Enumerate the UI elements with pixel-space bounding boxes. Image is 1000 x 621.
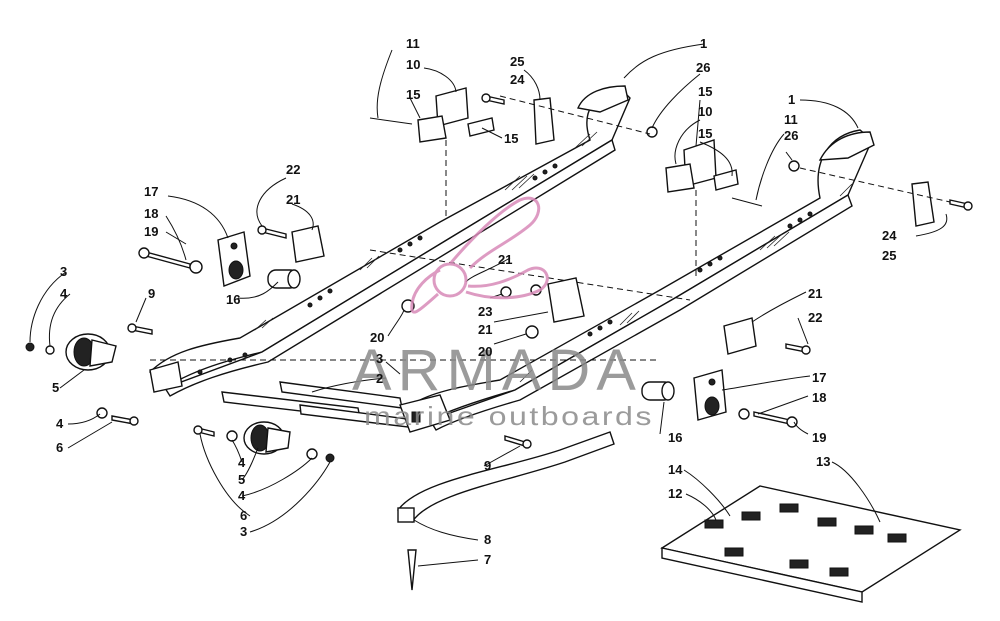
- suspension-bracket-right: [723, 317, 757, 355]
- callout-8: 8: [484, 532, 491, 547]
- center-mount-bracket: [149, 361, 451, 433]
- watermark-logo-icon: [410, 196, 549, 314]
- callout-10-left: 10: [406, 57, 420, 72]
- callout-1-right: 1: [788, 92, 795, 107]
- callout-7: 7: [484, 552, 491, 567]
- spacer-left: [267, 269, 301, 289]
- callout-10-right: 10: [698, 104, 712, 119]
- bracket-24-left: [533, 97, 555, 145]
- suspension-bracket-center: [547, 277, 585, 323]
- callout-3-center: 3: [376, 351, 383, 366]
- callout-9-left: 9: [148, 286, 155, 301]
- callout-25-left: 25: [510, 54, 524, 69]
- bracket-24-right: [911, 181, 935, 227]
- callout-24-left: 24: [510, 72, 525, 87]
- fasteners: [25, 93, 973, 463]
- callout-19-left: 19: [144, 224, 158, 239]
- callout-24-right: 24: [882, 228, 897, 243]
- callout-14: 14: [668, 462, 683, 477]
- callout-15-right-a: 15: [698, 84, 712, 99]
- left-slide-rail: [149, 85, 631, 397]
- idler-wheel-left: [65, 333, 117, 371]
- callout-6-left: 6: [56, 440, 63, 455]
- callout-25-right: 25: [882, 248, 896, 263]
- callout-1-left: 1: [700, 36, 707, 51]
- callout-15-right-b: 15: [698, 126, 712, 141]
- watermark: ARMADA marine outboards: [352, 196, 654, 431]
- callout-21-center-b: 21: [478, 322, 492, 337]
- suspension-bracket-left: [291, 225, 325, 263]
- callout-11-left: 11: [406, 36, 420, 51]
- callout-16-left: 16: [226, 292, 240, 307]
- callout-23: 23: [478, 304, 492, 319]
- cross-shafts: [150, 249, 691, 429]
- callout-12: 12: [668, 486, 682, 501]
- callout-4-left-bottom: 4: [56, 416, 64, 431]
- callout-labels: 1 1 2 3 3 3 4 4 4 4 5 5 6 6 7 8 9 9 10 1…: [52, 36, 897, 567]
- callout-3-bottom: 3: [240, 524, 247, 539]
- callout-17-left: 17: [144, 184, 158, 199]
- callout-18-right: 18: [812, 390, 826, 405]
- callout-26-left: 26: [696, 60, 710, 75]
- callout-19-right: 19: [812, 430, 826, 445]
- callout-5-center: 5: [238, 472, 245, 487]
- idler-wheel-center: [243, 421, 291, 455]
- callout-22-left: 22: [286, 162, 300, 177]
- callout-9-right: 9: [484, 458, 491, 473]
- wear-strip: [397, 431, 615, 591]
- callout-4-left-top: 4: [60, 286, 68, 301]
- callout-22-right: 22: [808, 310, 822, 325]
- callout-3-left: 3: [60, 264, 67, 279]
- callout-21-center-a: 21: [498, 252, 512, 267]
- leader-lines: [29, 43, 948, 567]
- callout-20-right: 20: [478, 344, 492, 359]
- callout-11-right: 11: [784, 112, 798, 127]
- watermark-tagline: marine outboards: [364, 401, 654, 431]
- callout-4-center-bottom: 4: [238, 488, 246, 503]
- shock-mount-right: [665, 139, 739, 193]
- callout-5-left: 5: [52, 380, 59, 395]
- callout-13: 13: [816, 454, 830, 469]
- callout-2: 2: [376, 371, 383, 386]
- callout-16-right: 16: [668, 430, 682, 445]
- callout-6-center: 6: [240, 508, 247, 523]
- rear-bracket-right: [693, 369, 727, 421]
- callout-20-left: 20: [370, 330, 384, 345]
- callout-17-right: 17: [812, 370, 826, 385]
- callout-26-right: 26: [784, 128, 798, 143]
- right-slide-rail: [419, 129, 875, 431]
- callout-15-left-a: 15: [406, 87, 420, 102]
- rear-bracket-left: [217, 231, 251, 287]
- callout-15-left-b: 15: [504, 131, 518, 146]
- callout-21-left: 21: [286, 192, 300, 207]
- watermark-brand: ARMADA: [352, 338, 642, 403]
- callout-18-left: 18: [144, 206, 158, 221]
- callout-21-right: 21: [808, 286, 822, 301]
- drive-track: [660, 485, 962, 603]
- spacer-right: [641, 381, 675, 401]
- callout-4-center-top: 4: [238, 455, 246, 470]
